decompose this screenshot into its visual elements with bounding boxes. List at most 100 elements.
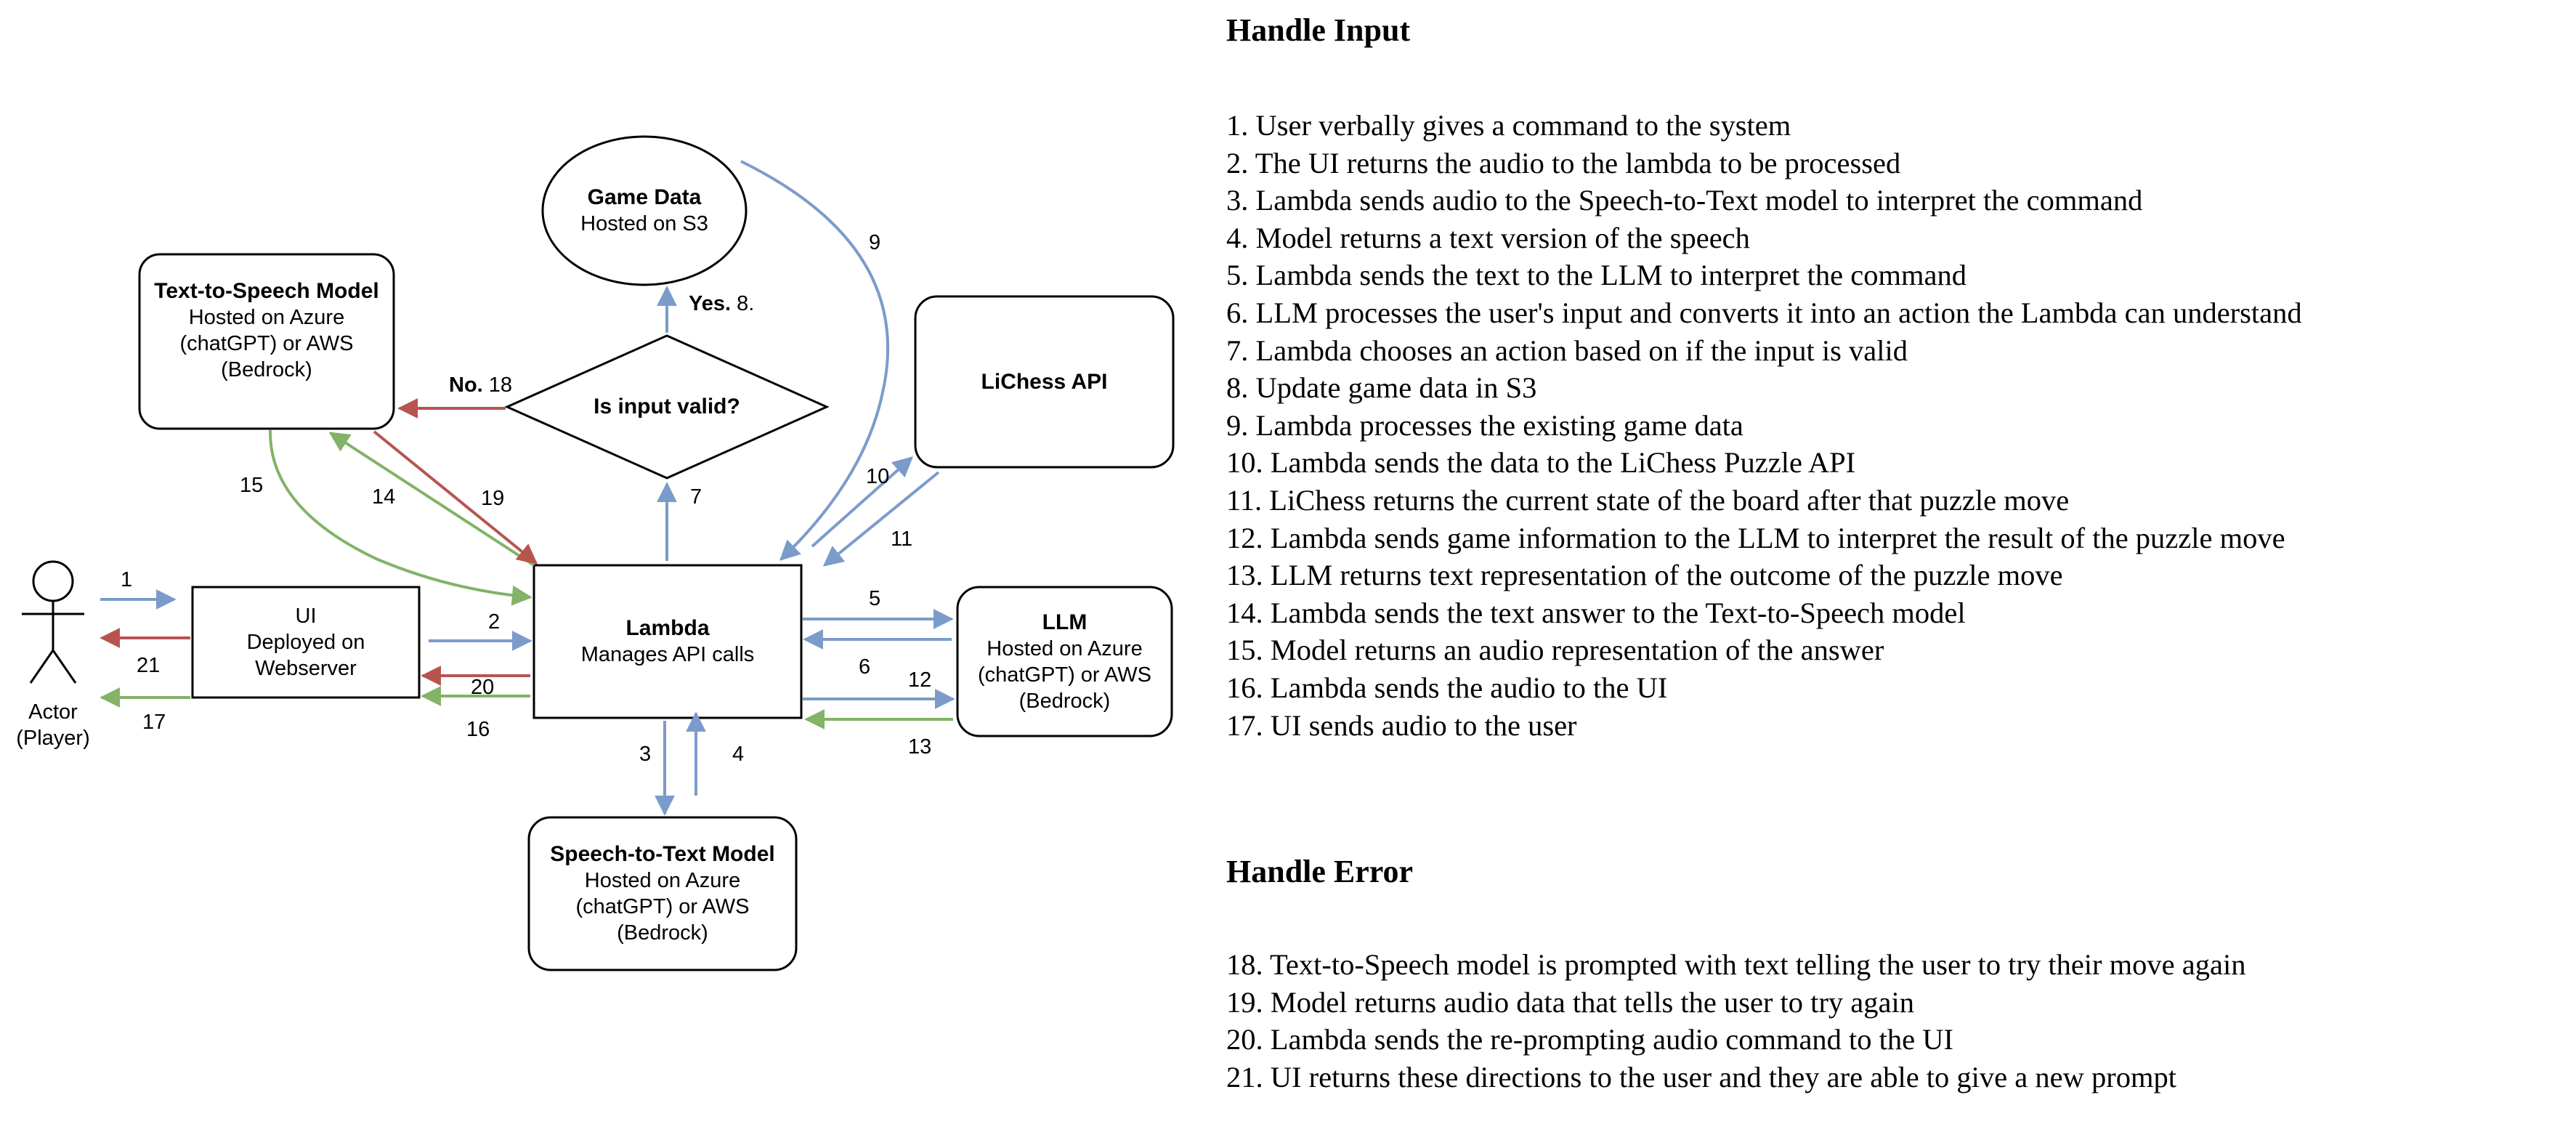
llm-host-3: (Bedrock): [1018, 689, 1111, 713]
lichess-node: LiChess API: [915, 296, 1173, 467]
edge-label-6: 6: [859, 655, 871, 679]
step-item: 13. LLM returns text representation of t…: [1226, 559, 2063, 592]
handle-input-list: 1. User verbally gives a command to the …: [1226, 107, 2302, 744]
tts-host-3: (Bedrock): [221, 358, 312, 381]
tts-host-2: (chatGPT) or AWS: [179, 332, 354, 355]
edge-label-21: 21: [137, 654, 161, 677]
stt-node: Speech-to-Text Model Hosted on Azure (ch…: [529, 817, 796, 970]
ui-shape: [191, 586, 421, 699]
llm-shape: [956, 586, 1173, 737]
edge-label-11: 11: [891, 527, 913, 551]
step-item: 18. Text-to-Speech model is prompted wit…: [1226, 948, 2246, 981]
no-label: No. 18: [449, 373, 512, 397]
edge-label-3: 3: [639, 743, 652, 766]
step-item: 2. The UI returns the audio to the lambd…: [1226, 146, 1901, 179]
decision-shape: [504, 334, 830, 480]
stt-shape: [527, 816, 798, 971]
lichess-title: LiChess API: [981, 369, 1108, 394]
edge-label-4: 4: [732, 743, 745, 766]
actor-label: Actor (Player): [0, 699, 106, 751]
lambda-title: Lambda: [625, 616, 710, 640]
step-item: 12. Lambda sends game information to the…: [1226, 521, 2285, 554]
edge-label-17: 17: [142, 711, 166, 734]
edge-label-20: 20: [471, 676, 495, 699]
edge-9: [740, 160, 890, 561]
lambda-node: Lambda Manages API calls: [534, 565, 801, 718]
tts-node: Text-to-Speech Model Hosted on Azure (ch…: [139, 254, 394, 429]
stt-title: Speech-to-Text Model: [550, 842, 775, 866]
yes-label: Yes. 8.: [689, 292, 754, 316]
diagram-canvas: [22, 135, 1175, 971]
edge-19: [373, 430, 538, 565]
step-item: 3. Lambda sends audio to the Speech-to-T…: [1226, 184, 2143, 217]
edge-14: [328, 432, 535, 567]
edge-15: [268, 429, 532, 606]
decision-title: Is input valid?: [594, 395, 740, 419]
step-item: 20. Lambda sends the re-prompting audio …: [1226, 1023, 1954, 1056]
step-item: 19. Model returns audio data that tells …: [1226, 985, 1915, 1019]
edge-label-10: 10: [866, 465, 890, 488]
step-item: 15. Model returns an audio representatio…: [1226, 634, 1884, 667]
tts-host-1: Hosted on Azure: [188, 306, 345, 329]
decision-node: Is input valid?: [551, 378, 783, 436]
ui-sub-2: Webserver: [255, 657, 357, 680]
llm-node: LLM Hosted on Azure (chatGPT) or AWS (Be…: [957, 587, 1172, 736]
game-data-node: Game Data Hosted on S3: [543, 137, 746, 285]
step-item: 4. Model returns a text version of the s…: [1226, 221, 1750, 254]
no-word: No.: [449, 373, 483, 397]
step-item: 11. LiChess returns the current state of…: [1226, 483, 2070, 517]
edge-label-12: 12: [908, 668, 932, 692]
step-item: 7. Lambda chooses an action based on if …: [1226, 333, 1908, 367]
game-data-shape: [541, 135, 748, 286]
step-item: 8. Update game data in S3: [1226, 371, 1537, 405]
yes-word: Yes.: [689, 292, 732, 315]
lichess-shape: [914, 295, 1175, 469]
game-data-host: Hosted on S3: [580, 212, 708, 235]
edge-label-1: 1: [121, 568, 133, 591]
step-item: 6. LLM processes the user's input and co…: [1226, 296, 2302, 329]
actor-label-2: (Player): [16, 727, 90, 750]
step-item: 1. User verbally gives a command to the …: [1226, 109, 1791, 142]
edge-label-5: 5: [869, 587, 881, 610]
edge-label-16: 16: [466, 718, 490, 741]
handle-error-heading: Handle Error: [1226, 854, 1414, 889]
step-item: 14. Lambda sends the text answer to the …: [1226, 596, 1966, 629]
step-item: 21. UI returns these directions to the u…: [1226, 1060, 2176, 1093]
lambda-shape: [532, 564, 803, 719]
ui-node: UI Deployed on Webserver: [193, 587, 419, 698]
tts-shape: [138, 253, 395, 430]
game-data-title: Game Data: [587, 185, 702, 209]
lambda-sub: Manages API calls: [580, 643, 755, 666]
tts-title: Text-to-Speech Model: [154, 279, 379, 303]
stt-host-2: (chatGPT) or AWS: [575, 895, 750, 918]
edge-10: [811, 456, 914, 548]
stt-host-3: (Bedrock): [617, 921, 708, 945]
ui-title: UI: [295, 605, 317, 628]
handle-input-heading: Handle Input: [1226, 12, 1411, 48]
yes-num: 8.: [737, 292, 755, 315]
edge-label-19: 19: [481, 487, 505, 510]
actor-label-1: Actor: [28, 700, 78, 724]
edge-label-14: 14: [372, 485, 396, 509]
handle-error-list: 18. Text-to-Speech model is prompted wit…: [1226, 946, 2245, 1096]
llm-host-2: (chatGPT) or AWS: [977, 663, 1152, 687]
edge-label-15: 15: [240, 474, 264, 497]
stt-host-1: Hosted on Azure: [584, 869, 741, 892]
step-item: 9. Lambda processes the existing game da…: [1226, 408, 1743, 442]
edge-label-7: 7: [690, 485, 702, 509]
llm-title: LLM: [1042, 610, 1087, 634]
architecture-diagram: Game Data Hosted on S3 Text-to-Speech Mo…: [0, 0, 1220, 1124]
step-item: 10. Lambda sends the data to the LiChess…: [1226, 446, 1856, 480]
step-item: 16. Lambda sends the audio to the UI: [1226, 671, 1668, 704]
step-item: 5. Lambda sends the text to the LLM to i…: [1226, 259, 1967, 292]
edge-label-2: 2: [488, 610, 501, 634]
llm-host-1: Hosted on Azure: [987, 636, 1143, 660]
steps-panel: Handle Input 1. User verbally gives a co…: [1226, 0, 2570, 1124]
edge-label-9: 9: [869, 231, 881, 254]
actor-figure: [22, 560, 84, 684]
edge-label-13: 13: [908, 735, 932, 759]
step-item: 17. UI sends audio to the user: [1226, 708, 1577, 742]
ui-sub-1: Deployed on: [246, 631, 365, 654]
no-num: 18: [488, 373, 513, 397]
edge-11: [822, 471, 940, 567]
